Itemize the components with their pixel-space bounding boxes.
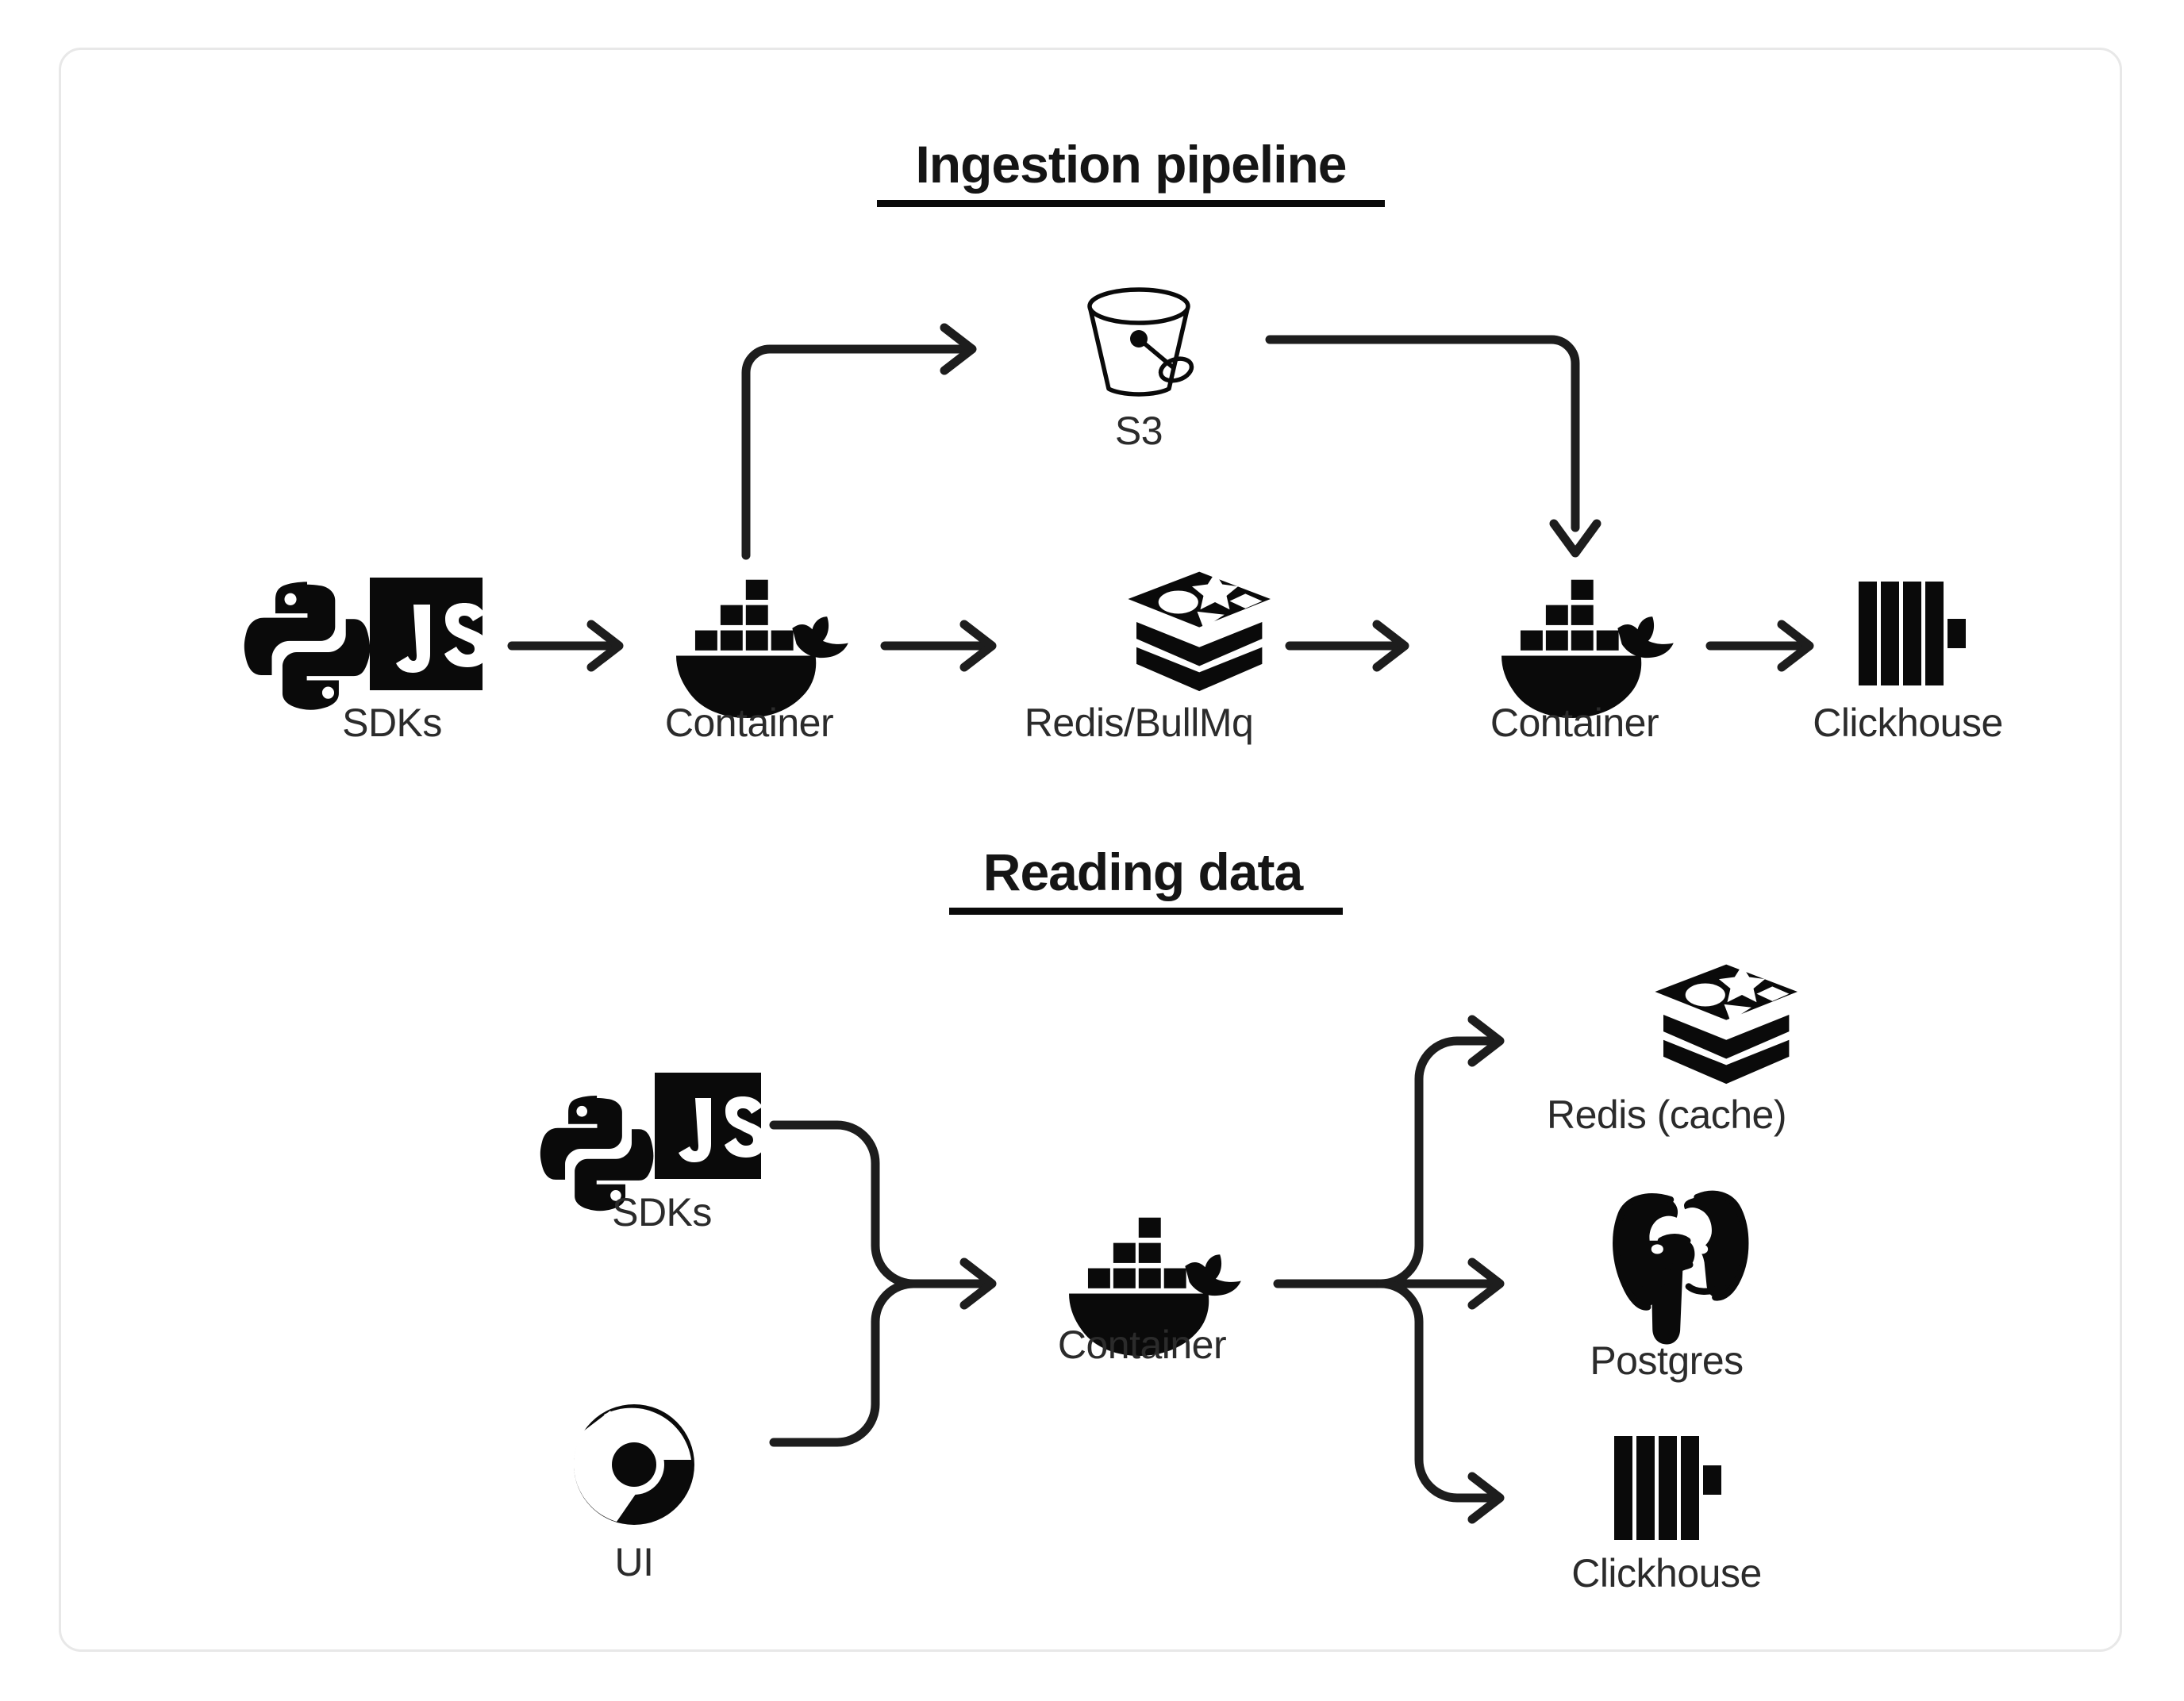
node-label-redis-cache: Redis (cache) <box>1547 1092 1786 1137</box>
section-title-underline-reading <box>949 908 1343 915</box>
node-redis-cache: Redis (cache) <box>1547 964 1798 1137</box>
clickhouse-icon <box>1859 582 1966 685</box>
node-postgres: Postgres <box>1590 1190 1749 1383</box>
node-sdks-bottom: SDKs <box>540 1073 766 1234</box>
node-sdks-top: SDKs <box>244 578 489 745</box>
edge-fanout-from-container3 <box>1273 1015 1505 1524</box>
clickhouse-icon <box>1614 1436 1721 1540</box>
section-title-ingestion: Ingestion pipeline <box>915 135 1346 194</box>
node-label-sdks-top: SDKs <box>342 701 442 745</box>
node-clickhouse-top: Clickhouse <box>1813 582 2003 745</box>
edge-sdks-to-container1 <box>507 620 624 672</box>
javascript-icon <box>655 1073 766 1179</box>
python-icon <box>540 1096 654 1211</box>
node-redis-bullmq: Redis/BullMq <box>1025 571 1271 745</box>
node-label-container-3: Container <box>1058 1323 1226 1367</box>
node-container-2: Container <box>1490 579 1674 745</box>
edge-container2-to-clickhouse <box>1705 620 1814 672</box>
edge-container1-to-s3 <box>741 323 977 560</box>
javascript-icon <box>370 578 489 690</box>
node-label-redis-bullmq: Redis/BullMq <box>1025 701 1254 745</box>
node-clickhouse-bottom: Clickhouse <box>1571 1436 1762 1595</box>
python-icon <box>244 582 371 710</box>
node-label-s3: S3 <box>1115 409 1163 453</box>
redis-icon <box>1128 571 1271 692</box>
docker-icon <box>1502 579 1674 718</box>
edge-merge-to-container3 <box>769 1120 997 1447</box>
node-label-sdks-bottom: SDKs <box>612 1190 712 1234</box>
redis-icon <box>1655 964 1798 1085</box>
s3-bucket-icon <box>1087 287 1194 397</box>
edge-s3-to-container2 <box>1265 335 1601 558</box>
node-s3: S3 <box>1087 287 1194 453</box>
edge-redis-to-container2 <box>1285 620 1409 672</box>
postgres-icon <box>1613 1190 1749 1345</box>
node-container-3: Container <box>1058 1217 1241 1367</box>
node-label-clickhouse-top: Clickhouse <box>1813 701 2003 745</box>
section-title-underline-ingestion <box>877 200 1385 207</box>
docker-icon <box>1069 1217 1241 1356</box>
node-ui: UI <box>573 1404 694 1584</box>
docker-icon <box>676 579 848 718</box>
node-label-container-1: Container <box>665 701 833 745</box>
node-label-clickhouse-bottom: Clickhouse <box>1571 1551 1762 1595</box>
node-container-1: Container <box>665 579 848 745</box>
node-label-postgres: Postgres <box>1590 1338 1743 1383</box>
section-title-reading: Reading data <box>983 843 1305 901</box>
node-label-ui: UI <box>615 1540 654 1584</box>
edge-container1-to-redis <box>880 620 997 672</box>
node-label-container-2: Container <box>1490 701 1659 745</box>
chrome-icon <box>573 1404 694 1525</box>
